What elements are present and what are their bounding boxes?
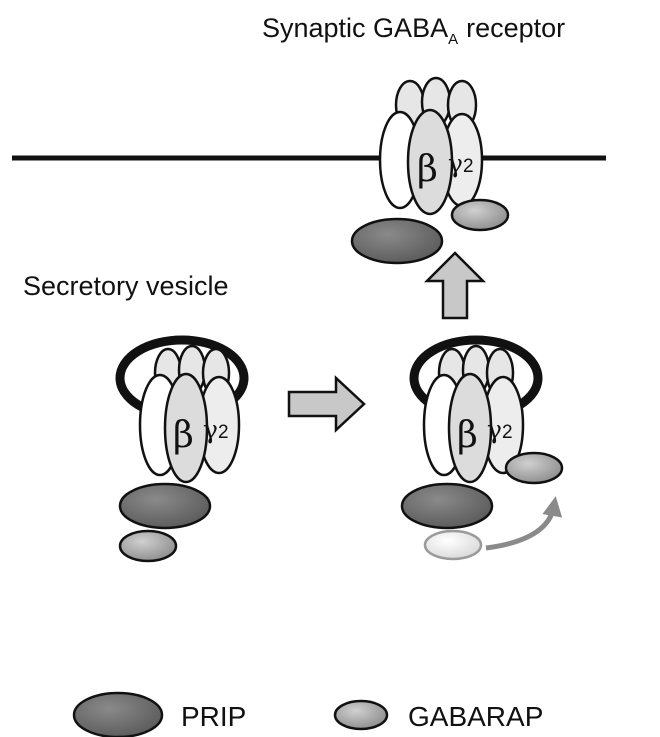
beta-subunit-label-left: β (173, 415, 194, 456)
gabarap-legend-icon (335, 701, 387, 729)
synaptic-gaba-receptor (380, 78, 482, 214)
legend: PRIP GABARAP (74, 693, 543, 737)
gabarap-protein-released (425, 531, 481, 559)
prip-protein-synaptic (352, 219, 442, 263)
beta-subunit-label-right: β (457, 415, 478, 456)
right-arrow (289, 378, 364, 430)
gabarap-legend-label: GABARAP (408, 701, 543, 732)
gabarap-protein-synaptic (452, 200, 508, 230)
prip-legend-label: PRIP (181, 701, 246, 732)
gabarap-protein-left (120, 531, 176, 561)
up-arrow (427, 253, 483, 318)
gabarap-protein-right (506, 453, 562, 483)
curved-arrow (486, 506, 554, 548)
secretory-vesicle-label: Secretory vesicle (23, 271, 229, 301)
prip-protein-left (120, 484, 210, 528)
prip-legend-icon (74, 693, 162, 737)
vesicle-receptor-left (120, 340, 244, 482)
beta-subunit-label: β (417, 149, 438, 190)
prip-protein-right (402, 484, 492, 528)
